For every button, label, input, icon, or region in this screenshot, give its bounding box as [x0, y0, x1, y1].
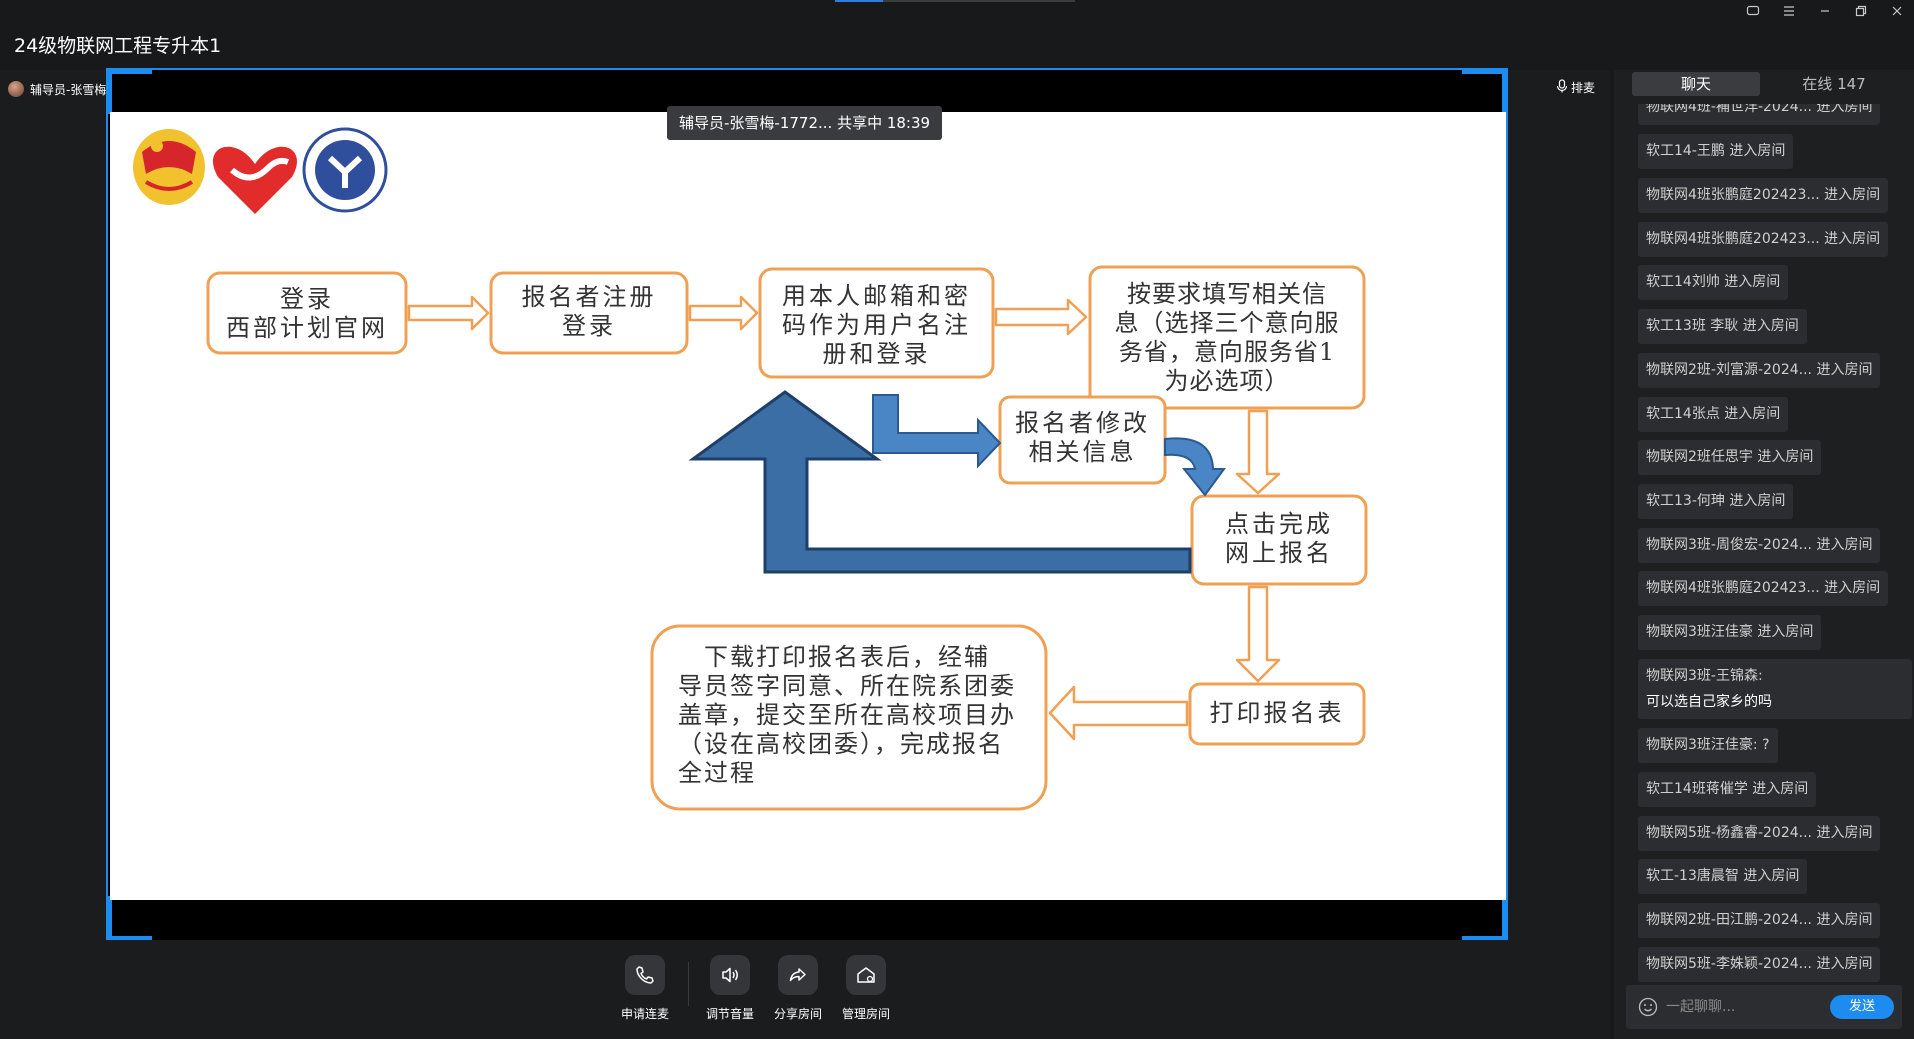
title-bar: 24级物联网工程专升本1 [0, 0, 1914, 70]
frame-corner [106, 68, 152, 74]
step-modify: 报名者修改相关信息 [1015, 409, 1150, 466]
mic-queue-button[interactable]: 排麦 [1556, 79, 1595, 96]
tab-online[interactable]: 在线 147 [1802, 75, 1866, 93]
room-title: 24级物联网工程专升本1 [14, 35, 222, 57]
share-status-tip: 辅导员-张雪梅-1772... 共享中 18:39 [667, 106, 943, 140]
volume-icon [710, 955, 750, 995]
step-print: 打印报名表 [1209, 699, 1345, 727]
restore-icon[interactable] [1852, 4, 1870, 24]
list-item: 物联网4班张鹏庭202423... 进入房间 [1638, 178, 1889, 213]
bottom-toolbar: 申请连麦 调节音量 分享房间 管理房间 [0, 940, 1610, 1039]
screen-icon[interactable] [1744, 4, 1762, 24]
share-icon [778, 955, 818, 995]
slide-content: 登录西部计划官网 报名者注册登录 用本人邮箱和密码作为用户名注册和登录 按要求填… [110, 112, 1506, 900]
list-item: 软工13班 李耿 进入房间 [1638, 309, 1807, 344]
manage-room-label: 管理房间 [841, 1007, 890, 1021]
share-room-button[interactable]: 分享房间 [760, 955, 836, 1022]
apply-mic-button[interactable]: 申请连麦 [607, 955, 683, 1022]
list-item: 物联网2班-刘富源-2024... 进入房间 [1638, 353, 1881, 388]
list-item: 软工14张点 进入房间 [1638, 397, 1789, 432]
step-login: 登录西部计划官网 [226, 285, 388, 342]
emoji-icon[interactable] [1638, 997, 1658, 1017]
volume-button[interactable]: 调节音量 [692, 955, 768, 1022]
message-sender: 物联网3班-王锦森: [1646, 668, 1763, 684]
list-item: 物联网3班-周俊宏-2024... 进入房间 [1638, 528, 1881, 563]
apply-mic-label: 申请连麦 [620, 1007, 669, 1021]
volunteer-heart-logo [213, 146, 297, 214]
frame-corner [1462, 68, 1508, 74]
frame-corner [106, 896, 112, 942]
toolbar-divider [688, 962, 689, 1006]
volume-label: 调节音量 [705, 1007, 754, 1021]
loading-progress [835, 0, 1075, 2]
list-item: 物联网5班-李姝颖-2024... 进入房间 [1638, 947, 1881, 982]
frame-corner [106, 936, 152, 942]
list-item: 物联网5班-杨鑫睿-2024... 进入房间 [1638, 816, 1881, 851]
university-seal-logo [302, 127, 388, 213]
phone-icon [625, 955, 665, 995]
list-item: 物联网4班-補世洋-2024... 进入房间 [1638, 104, 1881, 125]
message-text: 可以选自己家乡的吗 [1646, 694, 1772, 710]
chat-panel: 聊天 在线 147 物联网4班-補世洋-2024... 进入房间 软工14-王鹏… [1614, 70, 1914, 1039]
avatar[interactable] [8, 81, 24, 97]
list-item: 物联网2班任思宇 进入房间 [1638, 440, 1822, 475]
chat-message-list[interactable]: 物联网4班-補世洋-2024... 进入房间 软工14-王鹏 进入房间 物联网4… [1626, 104, 1912, 984]
chat-message: 物联网3班-王锦森: 可以选自己家乡的吗 [1638, 659, 1912, 719]
down-right-arrow-shape [872, 394, 1002, 469]
chat-input[interactable] [1666, 993, 1816, 1021]
manage-room-button[interactable]: 管理房间 [828, 955, 904, 1022]
youth-league-emblem-logo [133, 129, 205, 205]
list-item: 软工14班蒋催学 进入房间 [1638, 772, 1817, 807]
share-room-label: 分享房间 [773, 1007, 822, 1021]
list-item: 物联网3班汪佳豪: ? [1638, 728, 1778, 763]
mic-icon [1556, 79, 1568, 96]
send-button[interactable]: 发送 [1830, 995, 1894, 1019]
window-controls [1744, 4, 1906, 24]
list-item: 物联网3班汪佳豪 进入房间 [1638, 615, 1822, 650]
list-item: 软工-13唐晨智 进入房间 [1638, 859, 1808, 894]
list-item: 软工14-王鹏 进入房间 [1638, 134, 1794, 169]
list-item: 物联网2班-田江鹏-2024... 进入房间 [1638, 903, 1881, 938]
list-item: 软工14刘帅 进入房间 [1638, 265, 1789, 300]
minimize-icon[interactable] [1816, 4, 1834, 24]
flowchart [133, 127, 1368, 811]
frame-corner [1462, 936, 1508, 942]
return-arrow-shape [688, 390, 1192, 574]
list-item: 物联网4班张鹏庭202423... 进入房间 [1638, 222, 1889, 257]
chat-tabs: 聊天 在线 147 [1632, 72, 1908, 100]
mic-queue-label: 排麦 [1571, 81, 1596, 95]
step-download: 下载打印报名表后，经辅导员签字同意、所在院系团委盖章，提交至所在高校项目办（设在… [678, 643, 1016, 787]
step-register: 报名者注册登录 [521, 283, 657, 340]
list-item: 物联网4班张鹏庭202423... 进入房间 [1638, 571, 1889, 606]
shared-screen: 登录西部计划官网 报名者注册登录 用本人邮箱和密码作为用户名注册和登录 按要求填… [106, 68, 1508, 942]
frame-corner [106, 68, 112, 114]
tab-chat[interactable]: 聊天 [1632, 72, 1760, 96]
close-icon[interactable] [1888, 4, 1906, 24]
list-item: 软工13-何珅 进入房间 [1638, 484, 1794, 519]
step-complete: 点击完成网上报名 [1225, 510, 1333, 567]
chat-input-bar: 发送 [1626, 985, 1902, 1029]
step-email: 用本人邮箱和密码作为用户名注册和登录 [782, 282, 971, 368]
frame-corner [1502, 896, 1508, 942]
curve-arrow-shape [1164, 437, 1226, 497]
manage-room-icon [846, 955, 886, 995]
menu-icon[interactable] [1780, 4, 1798, 24]
frame-corner [1502, 68, 1508, 114]
